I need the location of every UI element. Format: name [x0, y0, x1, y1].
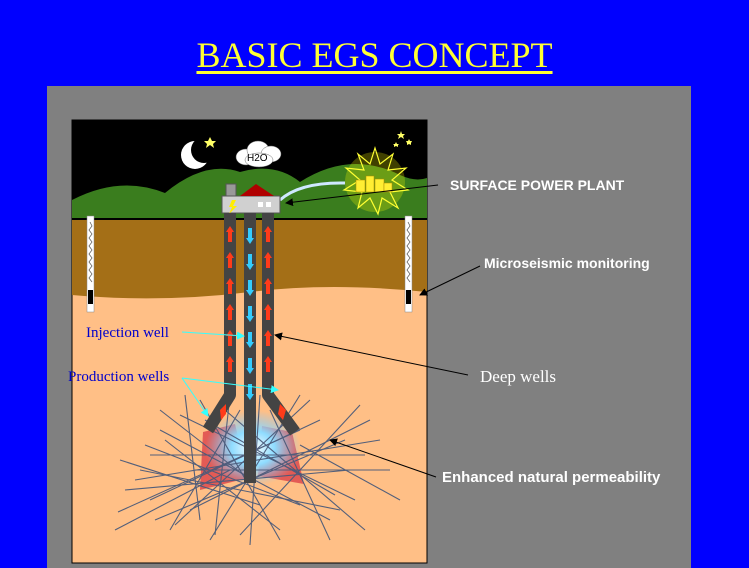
label-injection-well: Injection well: [86, 325, 169, 341]
steam-cloud-icon: [235, 140, 282, 168]
label-microseismic-monitoring: Microseismic monitoring: [484, 255, 650, 271]
callout-surface-plant: [285, 184, 439, 207]
label-enhanced-permeability: Enhanced natural permeability: [442, 469, 661, 486]
callout-deep-wells: [274, 332, 469, 376]
power-plant-icon: [221, 183, 281, 214]
transmission-pipe: [278, 181, 346, 202]
callout-microseismic: [419, 265, 481, 296]
label-production-wells: Production wells: [68, 369, 169, 385]
city-glow-icon: [342, 145, 410, 216]
label-deep-wells: Deep wells: [480, 367, 556, 386]
h2o-label: H2O: [247, 153, 268, 164]
cold-flow-arrows: [246, 228, 254, 400]
monitoring-well-left: [86, 215, 95, 313]
callout-permeability: [329, 438, 437, 478]
star-icon: [204, 131, 412, 148]
monitoring-well-right: [404, 215, 413, 313]
callout-injection: [181, 331, 245, 340]
callout-production-left: [181, 377, 209, 417]
production-well-left: [202, 213, 236, 434]
hot-flow-arrows: [220, 226, 286, 420]
label-surface-power-plant: SURFACE POWER PLANT: [450, 177, 625, 193]
page-title: BASIC EGS CONCEPT: [196, 35, 553, 75]
callout-production-right: [181, 377, 279, 394]
production-well-right: [262, 213, 300, 436]
